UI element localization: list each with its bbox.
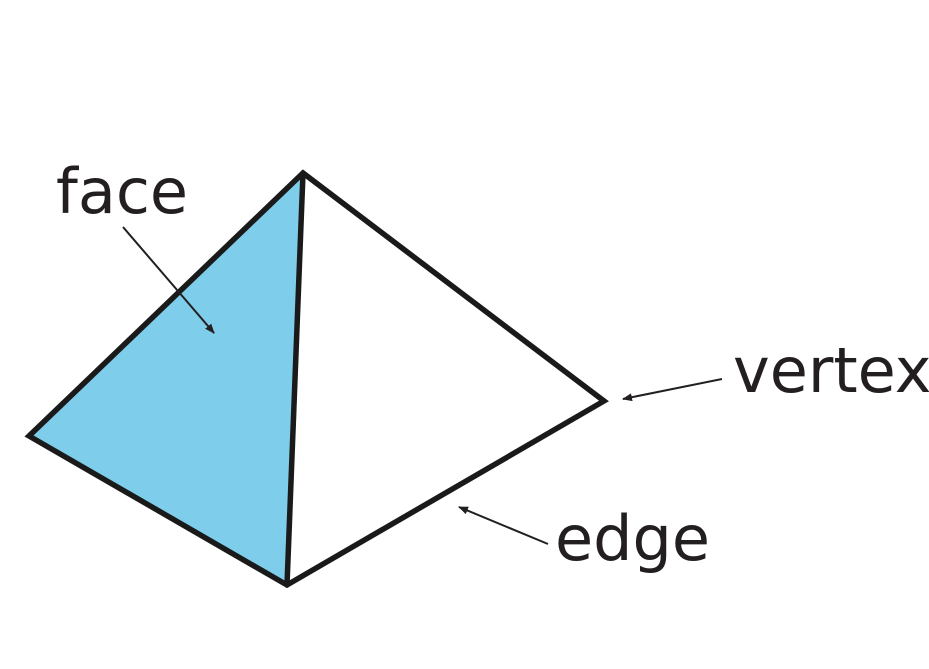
vertex-arrow	[622, 378, 723, 402]
vertex-label: vertex	[733, 334, 929, 407]
face-label: face	[56, 155, 188, 228]
shaded-face	[29, 173, 303, 585]
face-arrow	[122, 226, 215, 334]
edge-arrow	[458, 506, 549, 545]
front-edge	[284, 170, 306, 588]
edge-label: edge	[555, 502, 710, 575]
